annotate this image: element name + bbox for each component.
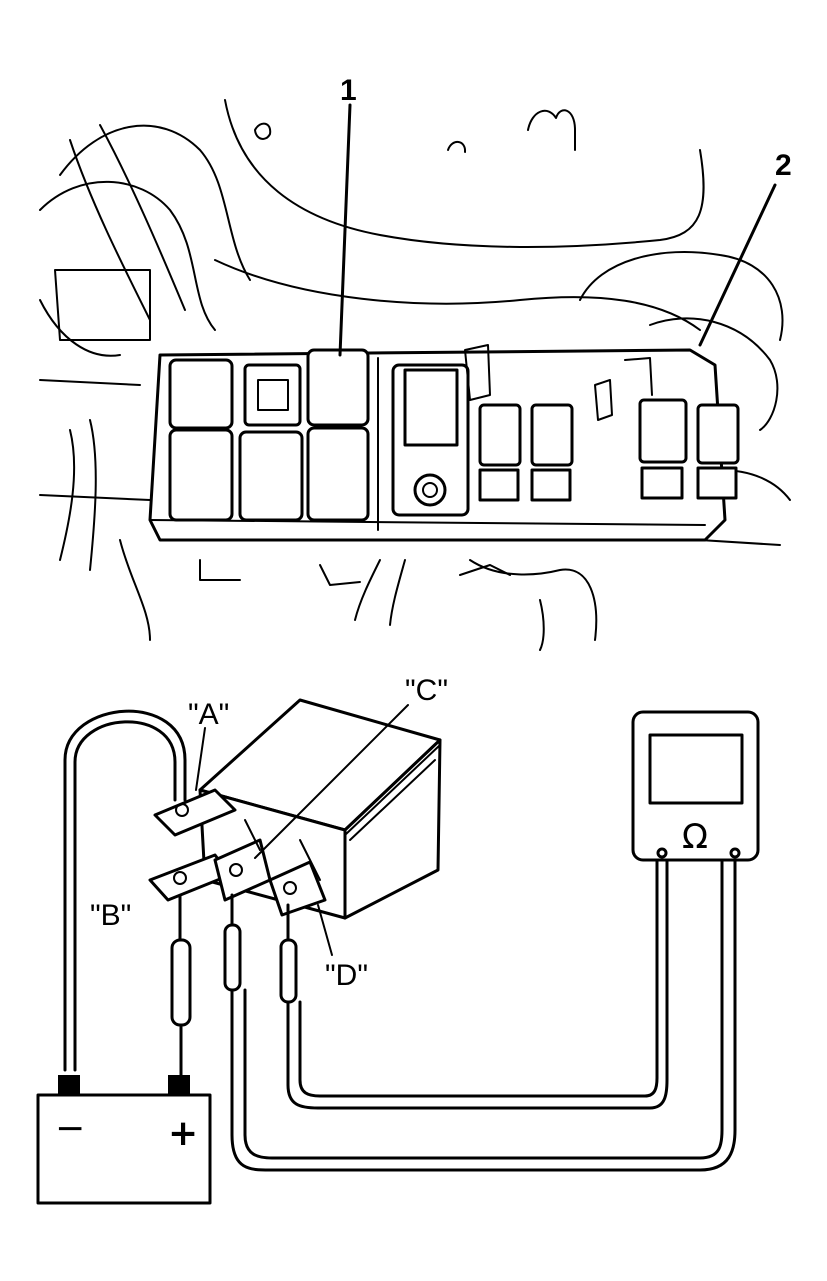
callout-2-leader bbox=[698, 183, 777, 347]
inline-fuse bbox=[170, 938, 192, 1027]
battery-negative-wire bbox=[63, 709, 187, 1072]
engine-bay-linework bbox=[39, 99, 791, 651]
ohmmeter-icon: Ω bbox=[631, 710, 760, 862]
probe-c bbox=[223, 923, 242, 992]
relay-test-circuit: "A" "C" "B" "D" − + Ω bbox=[36, 674, 760, 1205]
fuse-box-illustration: 1 2 bbox=[39, 74, 792, 651]
probe-d bbox=[279, 938, 298, 1004]
terminal-a bbox=[153, 788, 237, 837]
ohmmeter-leads bbox=[223, 853, 737, 1172]
relay-block bbox=[168, 348, 370, 522]
battery-positive-label: + bbox=[168, 1113, 198, 1154]
callout-1-leader bbox=[338, 103, 352, 357]
terminal-d-label: "D" bbox=[325, 959, 368, 992]
battery-icon: − + bbox=[36, 1075, 212, 1205]
callout-1-label: 1 bbox=[340, 74, 357, 107]
relay-terminals bbox=[148, 788, 327, 917]
callout-2-label: 2 bbox=[775, 149, 792, 182]
fuse-box-housing bbox=[148, 348, 727, 542]
terminal-c-label: "C" bbox=[405, 674, 448, 707]
battery-negative-label: − bbox=[55, 1108, 85, 1149]
terminal-b-label: "B" bbox=[90, 899, 131, 932]
relay-2 bbox=[696, 403, 740, 465]
terminal-d bbox=[268, 860, 327, 917]
fuse-block bbox=[391, 344, 740, 517]
relay-1 bbox=[306, 348, 370, 427]
ohm-symbol: Ω bbox=[682, 817, 708, 857]
terminal-a-label: "A" bbox=[188, 698, 229, 731]
